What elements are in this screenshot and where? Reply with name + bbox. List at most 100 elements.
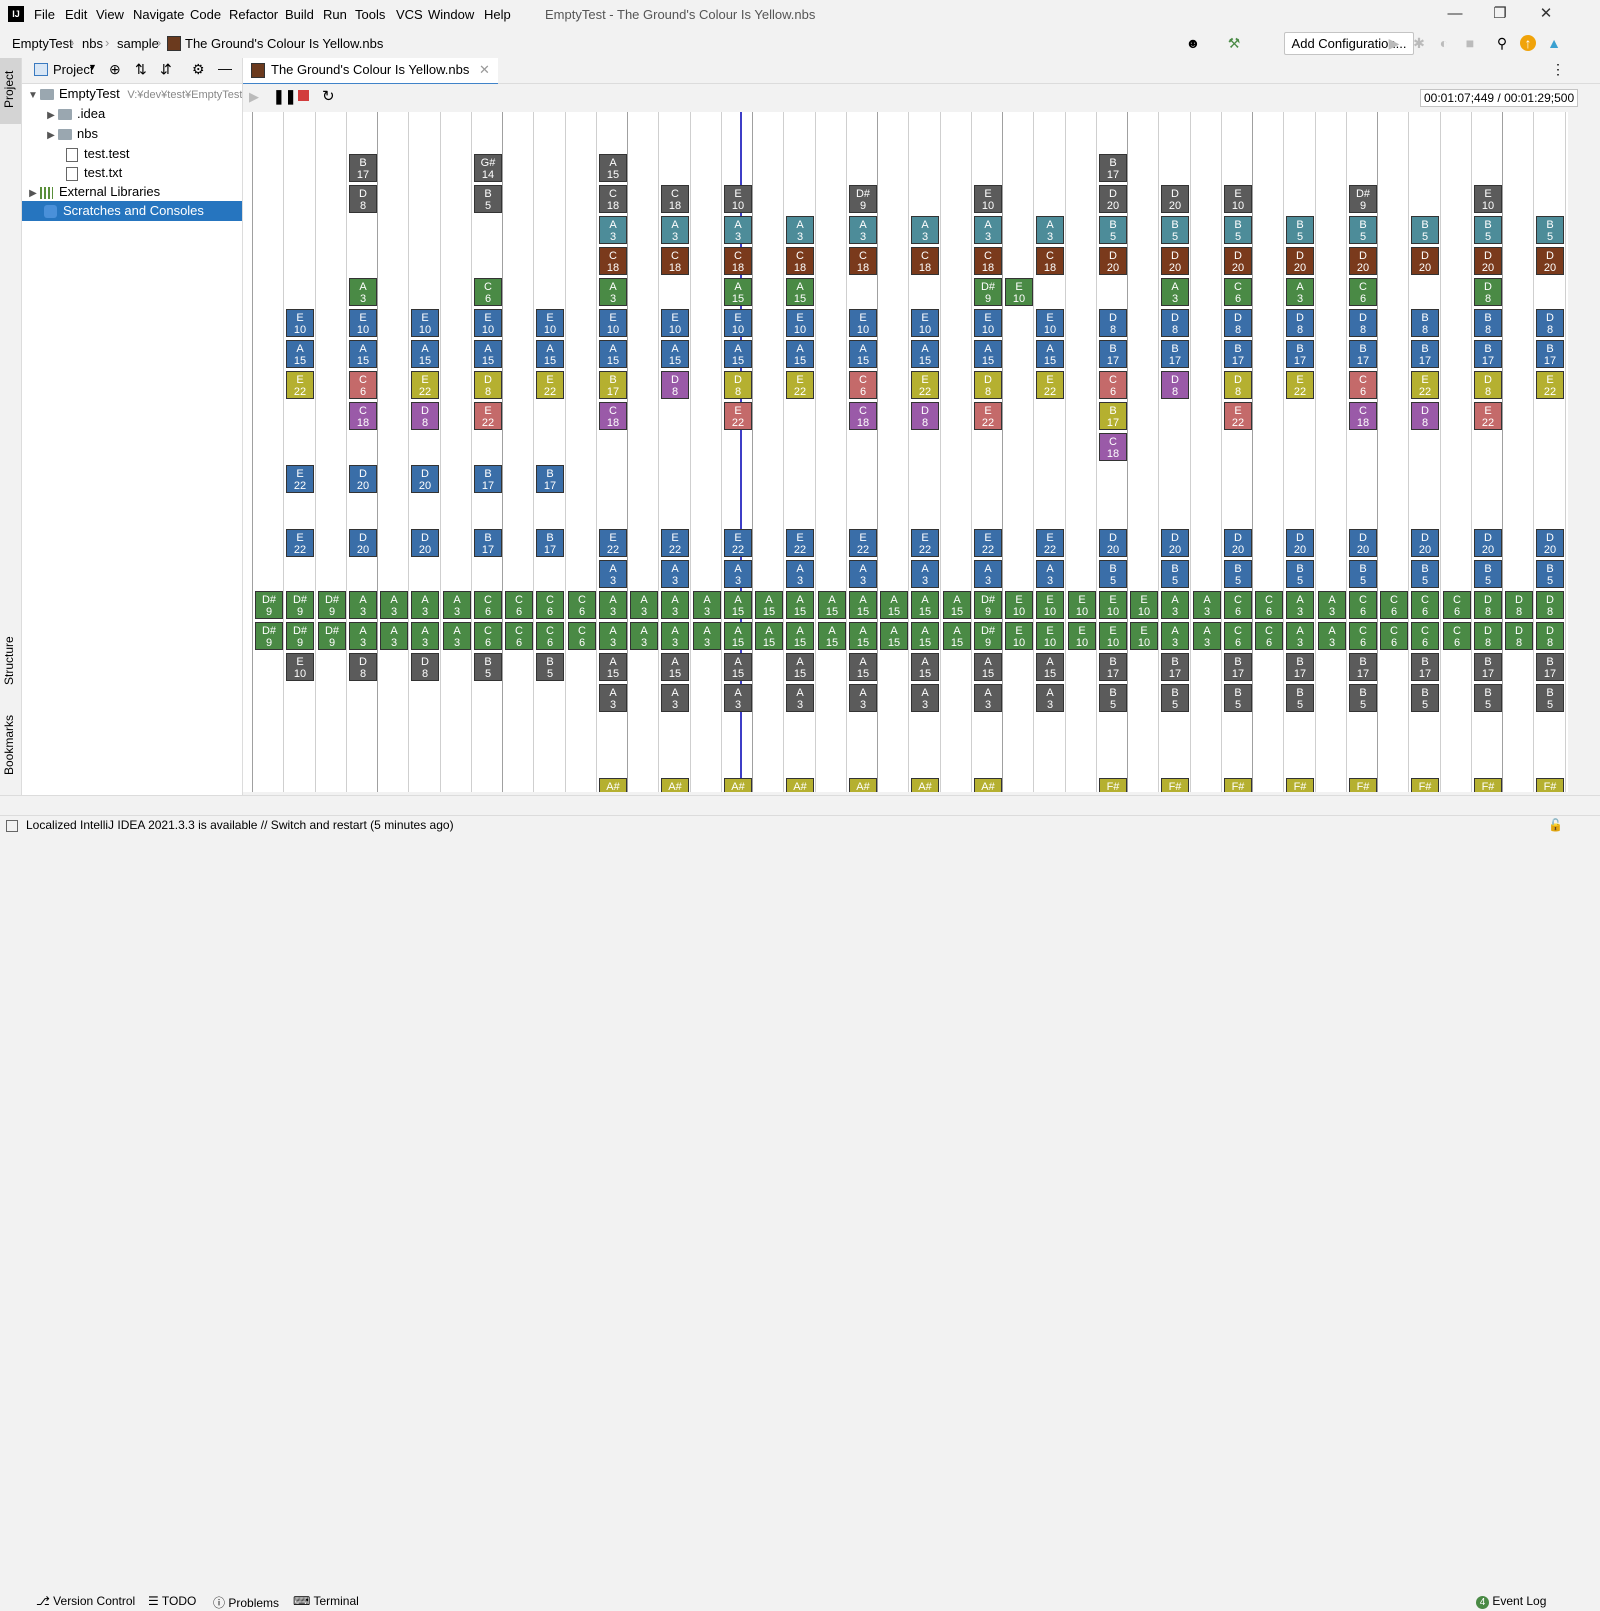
gear-icon[interactable]: ⚙ bbox=[192, 61, 205, 77]
run-icon[interactable]: ▶ bbox=[1388, 35, 1400, 51]
event-log-tab[interactable]: 4 Event Log bbox=[1476, 1594, 1546, 1609]
menu-tools[interactable]: Tools bbox=[355, 7, 386, 22]
play-icon[interactable]: ▶ bbox=[249, 89, 259, 104]
note-block[interactable]: F# bbox=[1161, 778, 1189, 792]
note-block[interactable]: A# bbox=[786, 778, 814, 792]
note-block[interactable]: D#9 bbox=[1349, 185, 1377, 213]
note-block[interactable]: F# bbox=[1474, 778, 1502, 792]
note-block[interactable]: A# bbox=[911, 778, 939, 792]
version-control-tab[interactable]: ⎇ Version Control bbox=[36, 1594, 135, 1608]
collapse-all-icon[interactable]: ⇵ bbox=[160, 61, 172, 77]
chevron-right-icon[interactable]: ▶ bbox=[29, 188, 37, 199]
note-block[interactable]: D#9 bbox=[974, 278, 1002, 306]
close-tab-icon[interactable]: ✕ bbox=[478, 62, 490, 77]
chevron-down-icon[interactable]: ▼ bbox=[88, 62, 97, 72]
menu-refactor[interactable]: Refactor bbox=[229, 7, 279, 22]
more-options-icon[interactable]: ⋮ bbox=[1551, 61, 1565, 77]
breadcrumb-project[interactable]: EmptyTest bbox=[12, 36, 73, 51]
terminal-tab[interactable]: ⌨ Terminal bbox=[293, 1594, 359, 1608]
note-block[interactable]: D#9 bbox=[849, 185, 877, 213]
menu-help[interactable]: Help bbox=[484, 7, 511, 22]
note-block[interactable]: F# bbox=[1099, 778, 1127, 792]
locate-icon[interactable]: ⊕ bbox=[109, 61, 121, 77]
